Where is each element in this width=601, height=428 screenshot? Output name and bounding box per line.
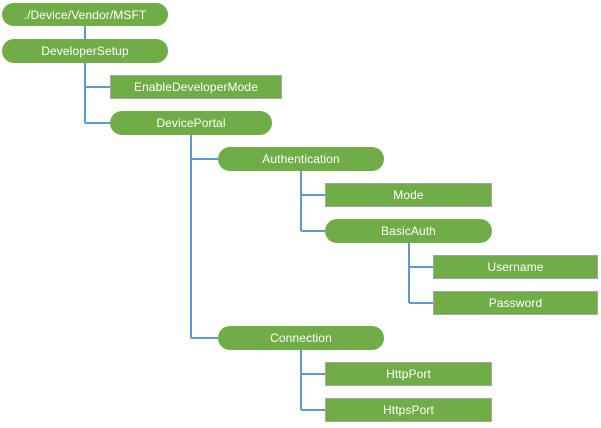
- tree-node-mode[interactable]: Mode: [325, 183, 492, 207]
- tree-node-root[interactable]: ./Device/Vendor/MSFT: [2, 3, 168, 26]
- tree-node-label: Authentication: [262, 152, 340, 166]
- tree-node-httpsport[interactable]: HttpsPort: [325, 398, 492, 422]
- tree-node-authentication[interactable]: Authentication: [218, 147, 384, 171]
- tree-node-label: Username: [487, 260, 544, 274]
- tree-node-label: ./Device/Vendor/MSFT: [23, 7, 147, 22]
- tree-node-connection[interactable]: Connection: [218, 326, 384, 350]
- tree-node-label: DevicePortal: [156, 116, 226, 130]
- tree-node-label: Password: [488, 296, 543, 310]
- tree-node-httpport[interactable]: HttpPort: [325, 362, 492, 386]
- tree-node-basicauth[interactable]: BasicAuth: [325, 219, 492, 243]
- tree-node-developersetup[interactable]: DeveloperSetup: [2, 39, 168, 63]
- tree-node-label: DeveloperSetup: [41, 44, 129, 58]
- tree-node-password[interactable]: Password: [433, 291, 598, 315]
- tree-node-label: HttpsPort: [383, 403, 434, 417]
- tree-node-label: BasicAuth: [381, 224, 436, 238]
- tree-node-enabledevelopermode[interactable]: EnableDeveloperMode: [110, 75, 282, 99]
- tree-node-deviceportal[interactable]: DevicePortal: [110, 111, 272, 135]
- tree-node-label: Mode: [393, 188, 424, 202]
- tree-node-label: EnableDeveloperMode: [134, 80, 258, 94]
- tree-node-label: Connection: [270, 331, 332, 345]
- tree-node-label: HttpPort: [386, 367, 431, 381]
- tree-node-username[interactable]: Username: [433, 255, 598, 279]
